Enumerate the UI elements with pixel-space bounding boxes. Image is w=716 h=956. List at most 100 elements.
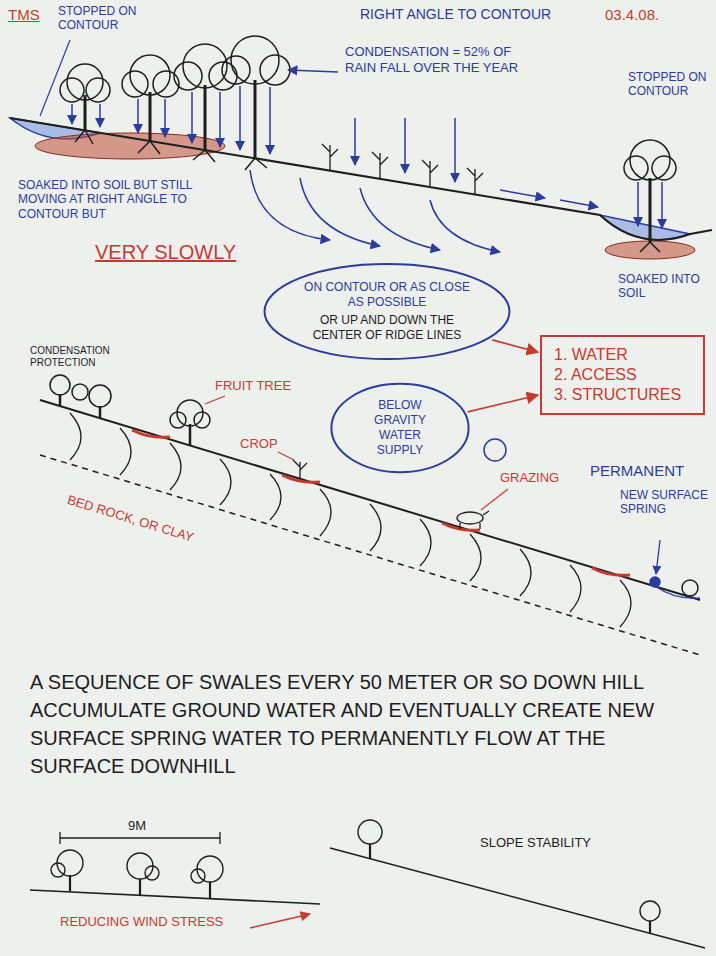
condensation-note: CONDENSATION = 52% OF RAIN FALL OVER THE… (345, 44, 535, 75)
swale-mound (592, 568, 630, 575)
connector-arrow (468, 395, 538, 412)
slope-label: SLOPE STABILITY (480, 835, 600, 851)
grazing-label: GRAZING (500, 470, 559, 486)
tree (72, 384, 88, 400)
new-spring (650, 577, 700, 598)
protection-label: CONDENSATION PROTECTION (30, 345, 140, 369)
oval-outline (331, 384, 468, 472)
dimension-line (60, 832, 220, 844)
tree (50, 375, 698, 596)
ground-line (10, 118, 712, 240)
groundwater-flow (360, 188, 440, 250)
new-spring (655, 586, 700, 598)
tree-note: STOPPED ON CONTOUR (58, 4, 168, 33)
tree (122, 71, 148, 97)
leader-line (40, 40, 70, 116)
crop-label: CROP (240, 436, 278, 452)
crop-plant (372, 152, 388, 178)
leader-line (656, 540, 660, 574)
tree (89, 385, 111, 407)
tree (86, 78, 110, 102)
tree (652, 156, 676, 180)
dimension-label: 9M (128, 818, 146, 834)
swale-flow (620, 580, 631, 627)
emphasis-note: VERY SLOWLY (95, 240, 236, 264)
swale-flow (470, 534, 481, 581)
note-oval: BELOW GRAVITY WATER SUPPLY (330, 382, 470, 474)
rock-label: BED ROCK, OR CLAY (65, 492, 195, 545)
node-text: 1. WATER (554, 345, 691, 365)
node-text: 2. ACCESS (554, 365, 691, 385)
hill-slope (40, 400, 700, 600)
grazing-animal (457, 511, 489, 529)
leader-line (656, 540, 660, 574)
tree-label: FRUIT TREE (215, 378, 291, 394)
condensation-drip (219, 92, 221, 147)
pond-water (10, 118, 690, 240)
leader-line (205, 396, 225, 404)
swale-flow (170, 443, 181, 490)
swale-mound (132, 430, 170, 437)
tree (231, 36, 279, 84)
tree (682, 580, 698, 596)
tree (50, 375, 70, 395)
swale-flow (420, 519, 431, 566)
tree (170, 412, 186, 428)
leader-line (40, 40, 70, 116)
condensation-drip (269, 87, 271, 154)
groundwater-flow (250, 170, 598, 252)
tree (358, 820, 382, 844)
grazing-animal (457, 512, 483, 524)
swale-flow (70, 413, 81, 460)
flow-note: RIGHT ANGLE TO CONTOUR (360, 6, 585, 23)
tree (191, 869, 205, 883)
swale-flow (220, 459, 231, 505)
groundwater-flow (500, 190, 545, 198)
wind-arrow (250, 914, 310, 928)
swale-flow (320, 489, 331, 536)
condensation-drip (137, 99, 139, 133)
tree (222, 56, 250, 84)
tree (60, 36, 676, 242)
tree (189, 424, 192, 445)
tree (624, 156, 648, 180)
groundwater-flow (560, 200, 598, 207)
hill-slope (40, 400, 700, 600)
groundwater-flow (430, 200, 500, 252)
tree (51, 863, 65, 877)
node-text: ON CONTOUR OR AS CLOSE AS POSSIBLE (298, 280, 476, 310)
priority-box: 1. WATER2. ACCESS3. STRUCTURES (540, 335, 705, 415)
crop-plant (322, 144, 338, 170)
tree (149, 92, 152, 141)
condensation-drip (239, 86, 241, 150)
bedrock-line (40, 455, 700, 655)
condensation-drip (71, 104, 73, 124)
tree (145, 866, 159, 880)
connector-arrow (492, 340, 538, 352)
tree (174, 62, 202, 90)
node-text: OR UP AND DOWN THE CENTER OF RIDGE LINES (298, 313, 476, 343)
main-note: A SEQUENCE OF SWALES EVERY 50 METER OR S… (30, 668, 690, 780)
crop-plant (293, 460, 307, 479)
tree (67, 64, 103, 100)
groundwater-flow (300, 178, 380, 246)
soil-note: SOAKED INTO SOIL BUT STILL MOVING AT RIG… (18, 178, 218, 221)
soil-mound (605, 241, 695, 259)
tree (254, 80, 257, 158)
bedrock-line (40, 455, 700, 655)
ground-line (330, 848, 705, 948)
date: 03.4.08. (605, 6, 659, 24)
condensation-drip (288, 70, 338, 72)
sun-circle (484, 439, 506, 461)
condensation-drip (164, 99, 166, 137)
sheet-code: TMS (8, 6, 40, 24)
grazing-animal (460, 511, 489, 529)
swale-flow (570, 565, 581, 612)
ground-line (30, 848, 705, 948)
groundwater-flow (250, 170, 330, 240)
note-oval: ON CONTOUR OR AS CLOSE AS POSSIBLEOR UP … (262, 262, 512, 361)
swale-flow (270, 474, 281, 520)
new-spring (650, 577, 660, 587)
leader-line (278, 452, 294, 460)
wind-label: REDUCING WIND STRESS (60, 914, 223, 930)
